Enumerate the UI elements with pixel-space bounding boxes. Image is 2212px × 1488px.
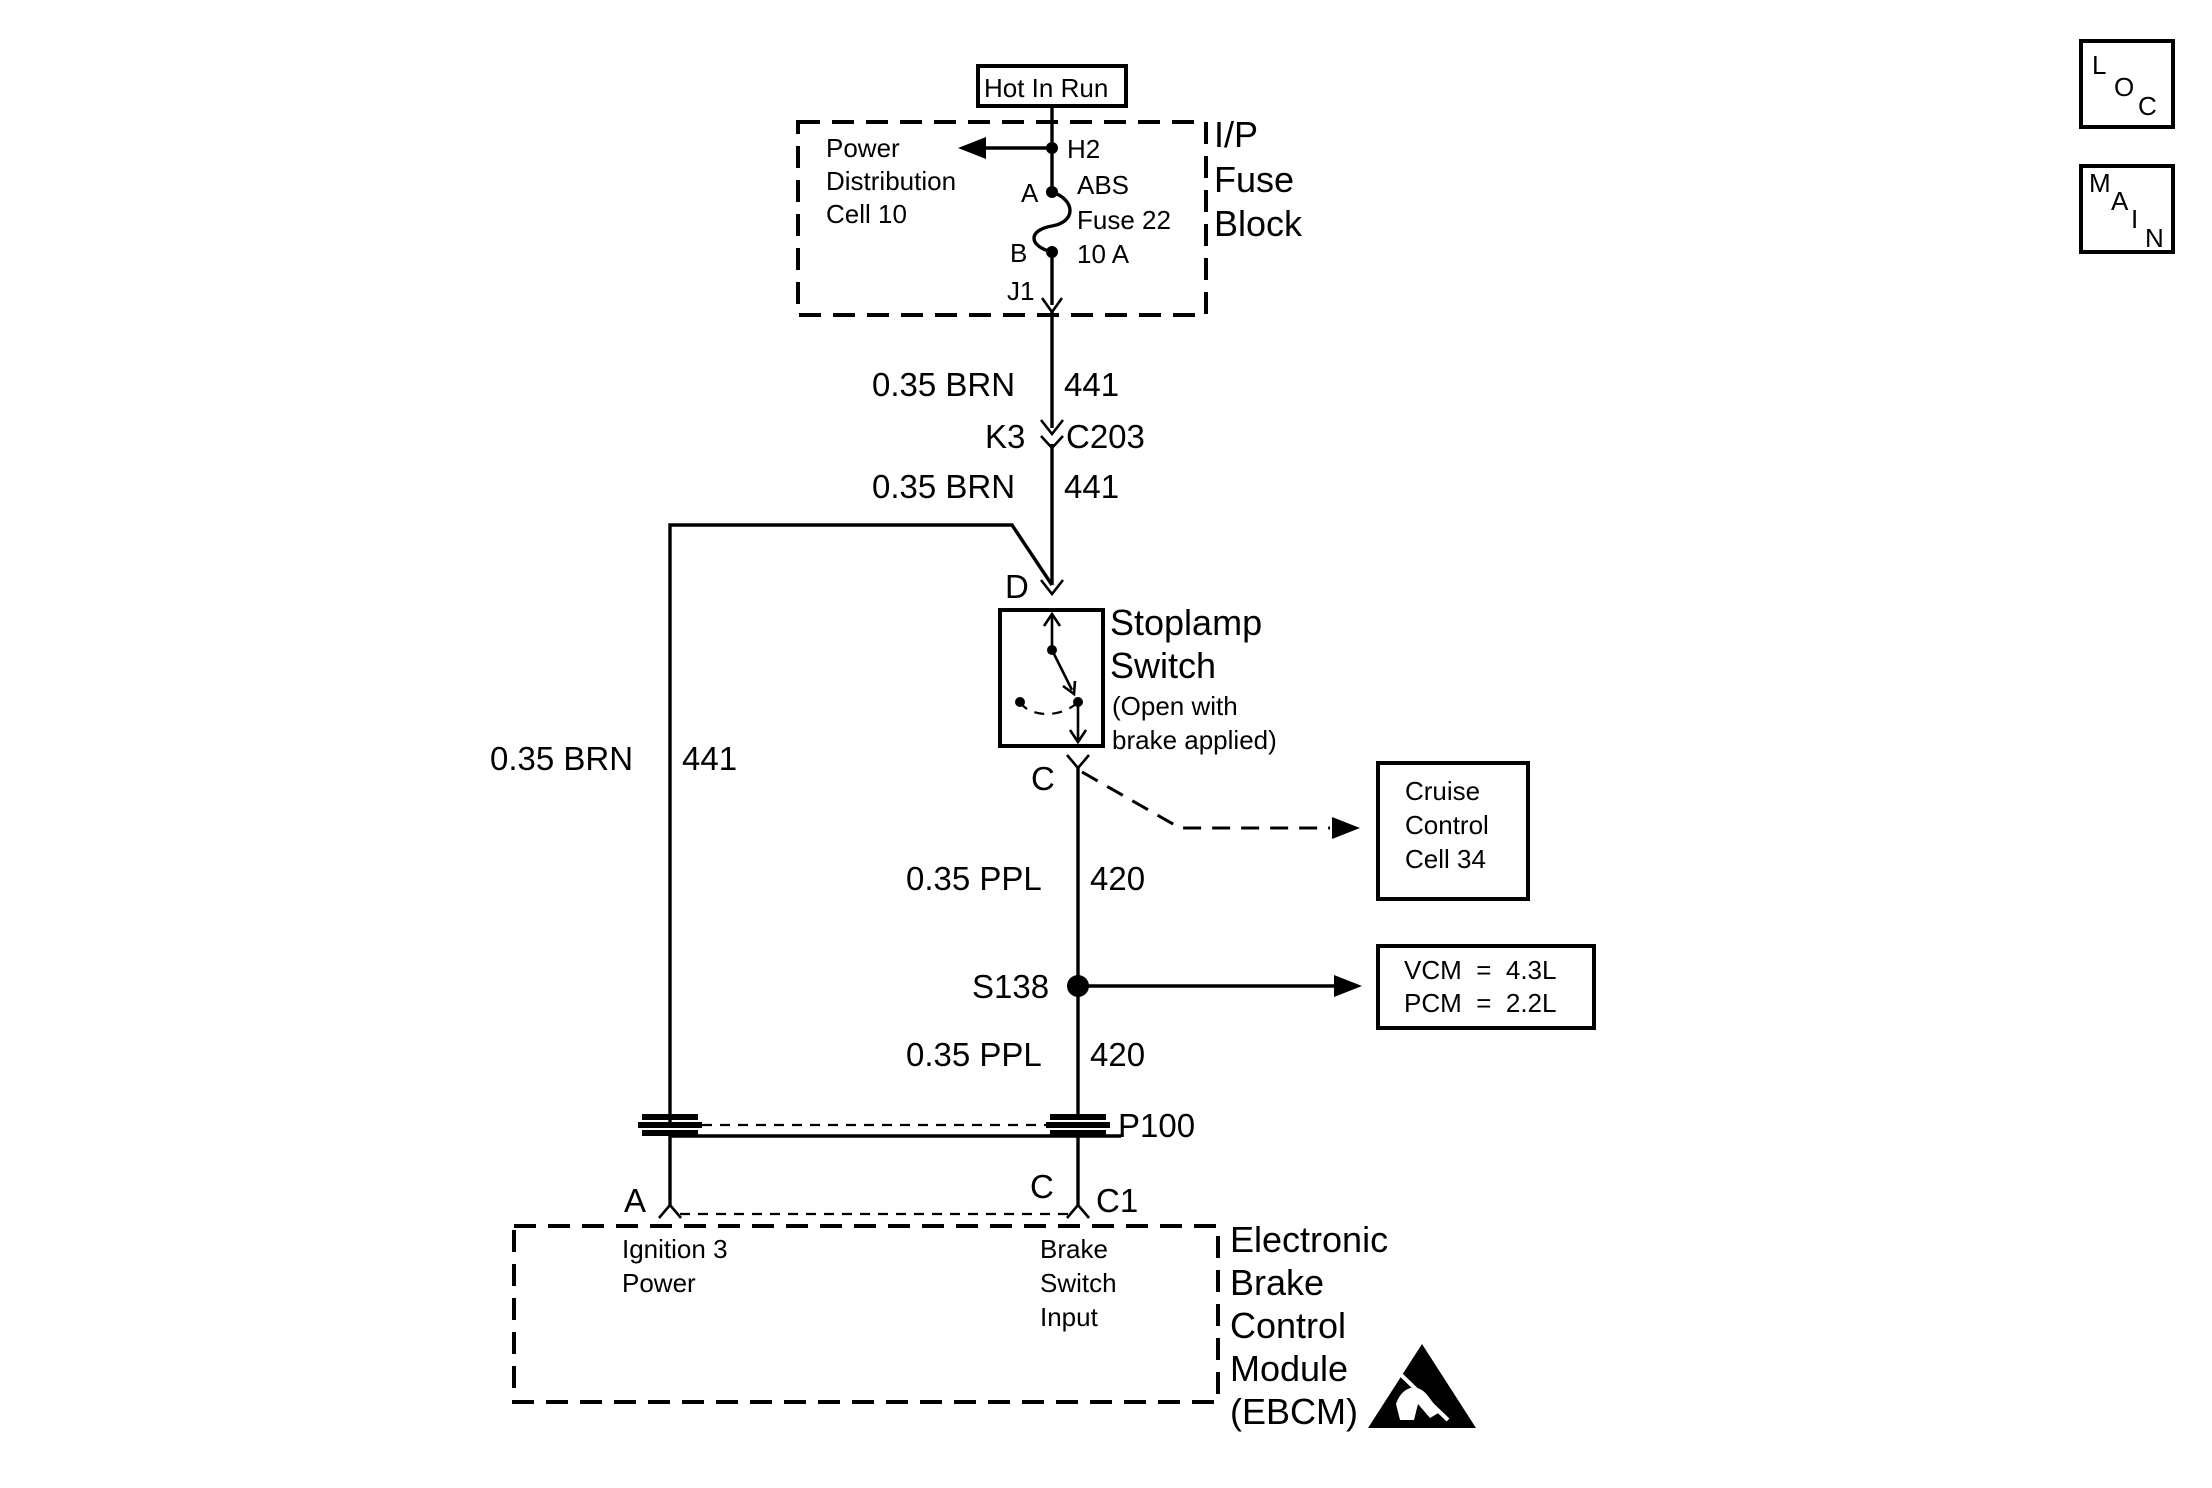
fuse-22-symbol	[1032, 190, 1072, 254]
ebcm-pin-c-mark	[1066, 1202, 1090, 1219]
ebcm-ignition-label-2: Power	[622, 1268, 696, 1298]
hot-in-run-label: Hot In Run	[984, 73, 1108, 103]
ip-fuse-block: I/P Fuse Block Power Distribution Cell 1…	[796, 106, 1303, 317]
ebcm-connector-c1: C1	[1096, 1182, 1138, 1219]
c203-pin-label: K3	[985, 418, 1025, 455]
fuse-label-3: 10 A	[1077, 239, 1130, 269]
ebcm-module: A C C1 Ignition 3 Power Brake Switch Inp…	[512, 1168, 1388, 1432]
power-distribution-label-3: Cell 10	[826, 199, 907, 229]
splice-s138-label: S138	[972, 968, 1049, 1005]
stoplamp-pin-d: D	[1005, 568, 1029, 605]
stoplamp-note-2: brake applied)	[1112, 725, 1277, 755]
connector-c-mark	[1066, 754, 1090, 771]
wire-420-upper-gauge: 0.35 PPL	[906, 860, 1042, 897]
main-letter-n: N	[2145, 223, 2164, 253]
ebcm-brake-label-2: Switch	[1040, 1268, 1117, 1298]
ebcm-title-4: Module	[1230, 1348, 1348, 1389]
wire-441-left-circuit: 441	[682, 740, 737, 777]
p100-label: P100	[1118, 1107, 1195, 1144]
arrow-vcm-pcm	[1334, 975, 1362, 997]
loc-letter-l: L	[2092, 50, 2106, 80]
wire-441-upper-gauge: 0.35 BRN	[872, 366, 1015, 403]
stoplamp-title-2: Switch	[1110, 645, 1216, 686]
ebcm-brake-label-3: Input	[1040, 1302, 1099, 1332]
fuse-block-title-3: Block	[1214, 203, 1303, 244]
ebcm-pin-a: A	[624, 1182, 646, 1219]
arrow-cruise-control	[1332, 817, 1360, 839]
cruise-label-2: Control	[1405, 810, 1489, 840]
loc-letter-o: O	[2114, 72, 2134, 102]
main-letter-m: M	[2089, 168, 2111, 198]
cruise-label-1: Cruise	[1405, 776, 1480, 806]
wire-441-middle-circuit: 441	[1064, 468, 1119, 505]
pin-j1-label: J1	[1007, 276, 1034, 306]
loc-nav-icon[interactable]: L O C	[2079, 39, 2175, 129]
fuse-label-2: Fuse 22	[1077, 205, 1171, 235]
main-letter-a: A	[2111, 186, 2129, 216]
stoplamp-title-1: Stoplamp	[1110, 602, 1262, 643]
wire-441-middle-gauge: 0.35 BRN	[872, 468, 1015, 505]
stoplamp-note-1: (Open with	[1112, 691, 1238, 721]
wire-441-branch-left	[668, 523, 1054, 1125]
cruise-control-box: Cruise Control Cell 34	[1376, 761, 1530, 901]
stoplamp-switch: D Stoplamp Switch (Open with brake appli…	[998, 568, 1277, 797]
wire-420-lower-gauge: 0.35 PPL	[906, 1036, 1042, 1073]
main-nav-icon[interactable]: M A I N	[2079, 164, 2175, 254]
ebcm-title-2: Brake	[1230, 1262, 1324, 1303]
main-letter-i: I	[2131, 204, 2138, 234]
pin-h2-label: H2	[1067, 134, 1100, 164]
connector-d-mark	[1039, 579, 1065, 597]
wire-441-left-gauge: 0.35 BRN	[490, 740, 633, 777]
fuse-label-1: ABS	[1077, 170, 1129, 200]
wire-441-upper-circuit: 441	[1064, 366, 1119, 403]
cruise-label-3: Cell 34	[1405, 844, 1486, 874]
arrow-power-distribution	[958, 137, 986, 159]
hot-in-run-box: Hot In Run	[976, 64, 1128, 108]
loc-letter-c: C	[2138, 91, 2157, 121]
vcm-label: VCM = 4.3L	[1404, 955, 1556, 985]
ebcm-title-3: Control	[1230, 1305, 1346, 1346]
wire-420-lower-circuit: 420	[1090, 1036, 1145, 1073]
ebcm-title-1: Electronic	[1230, 1219, 1388, 1260]
power-distribution-label-1: Power	[826, 133, 900, 163]
fuse-block-title-1: I/P	[1214, 114, 1258, 155]
vcm-pcm-box: VCM = 4.3L PCM = 2.2L	[1376, 944, 1596, 1030]
fuse-block-title-2: Fuse	[1214, 159, 1294, 200]
power-distribution-label-2: Distribution	[826, 166, 956, 196]
pin-a-label: A	[1021, 178, 1039, 208]
ebcm-pin-a-mark	[658, 1202, 682, 1219]
link-to-cruise-control	[1081, 770, 1330, 830]
ebcm-brake-label-1: Brake	[1040, 1234, 1108, 1264]
stoplamp-pin-c: C	[1031, 760, 1055, 797]
pin-b-label: B	[1010, 238, 1027, 268]
c203-name-label: C203	[1066, 418, 1145, 455]
ebcm-title-5: (EBCM)	[1230, 1391, 1358, 1432]
ebcm-ignition-label-1: Ignition 3	[622, 1234, 728, 1264]
pcm-label: PCM = 2.2L	[1404, 988, 1556, 1018]
wire-420-upper-circuit: 420	[1090, 860, 1145, 897]
ebcm-pin-c: C	[1030, 1168, 1054, 1205]
p100-connector: P100	[638, 1107, 1195, 1144]
esd-warning-icon	[1368, 1344, 1476, 1428]
connector-c203: K3 C203	[985, 418, 1145, 455]
